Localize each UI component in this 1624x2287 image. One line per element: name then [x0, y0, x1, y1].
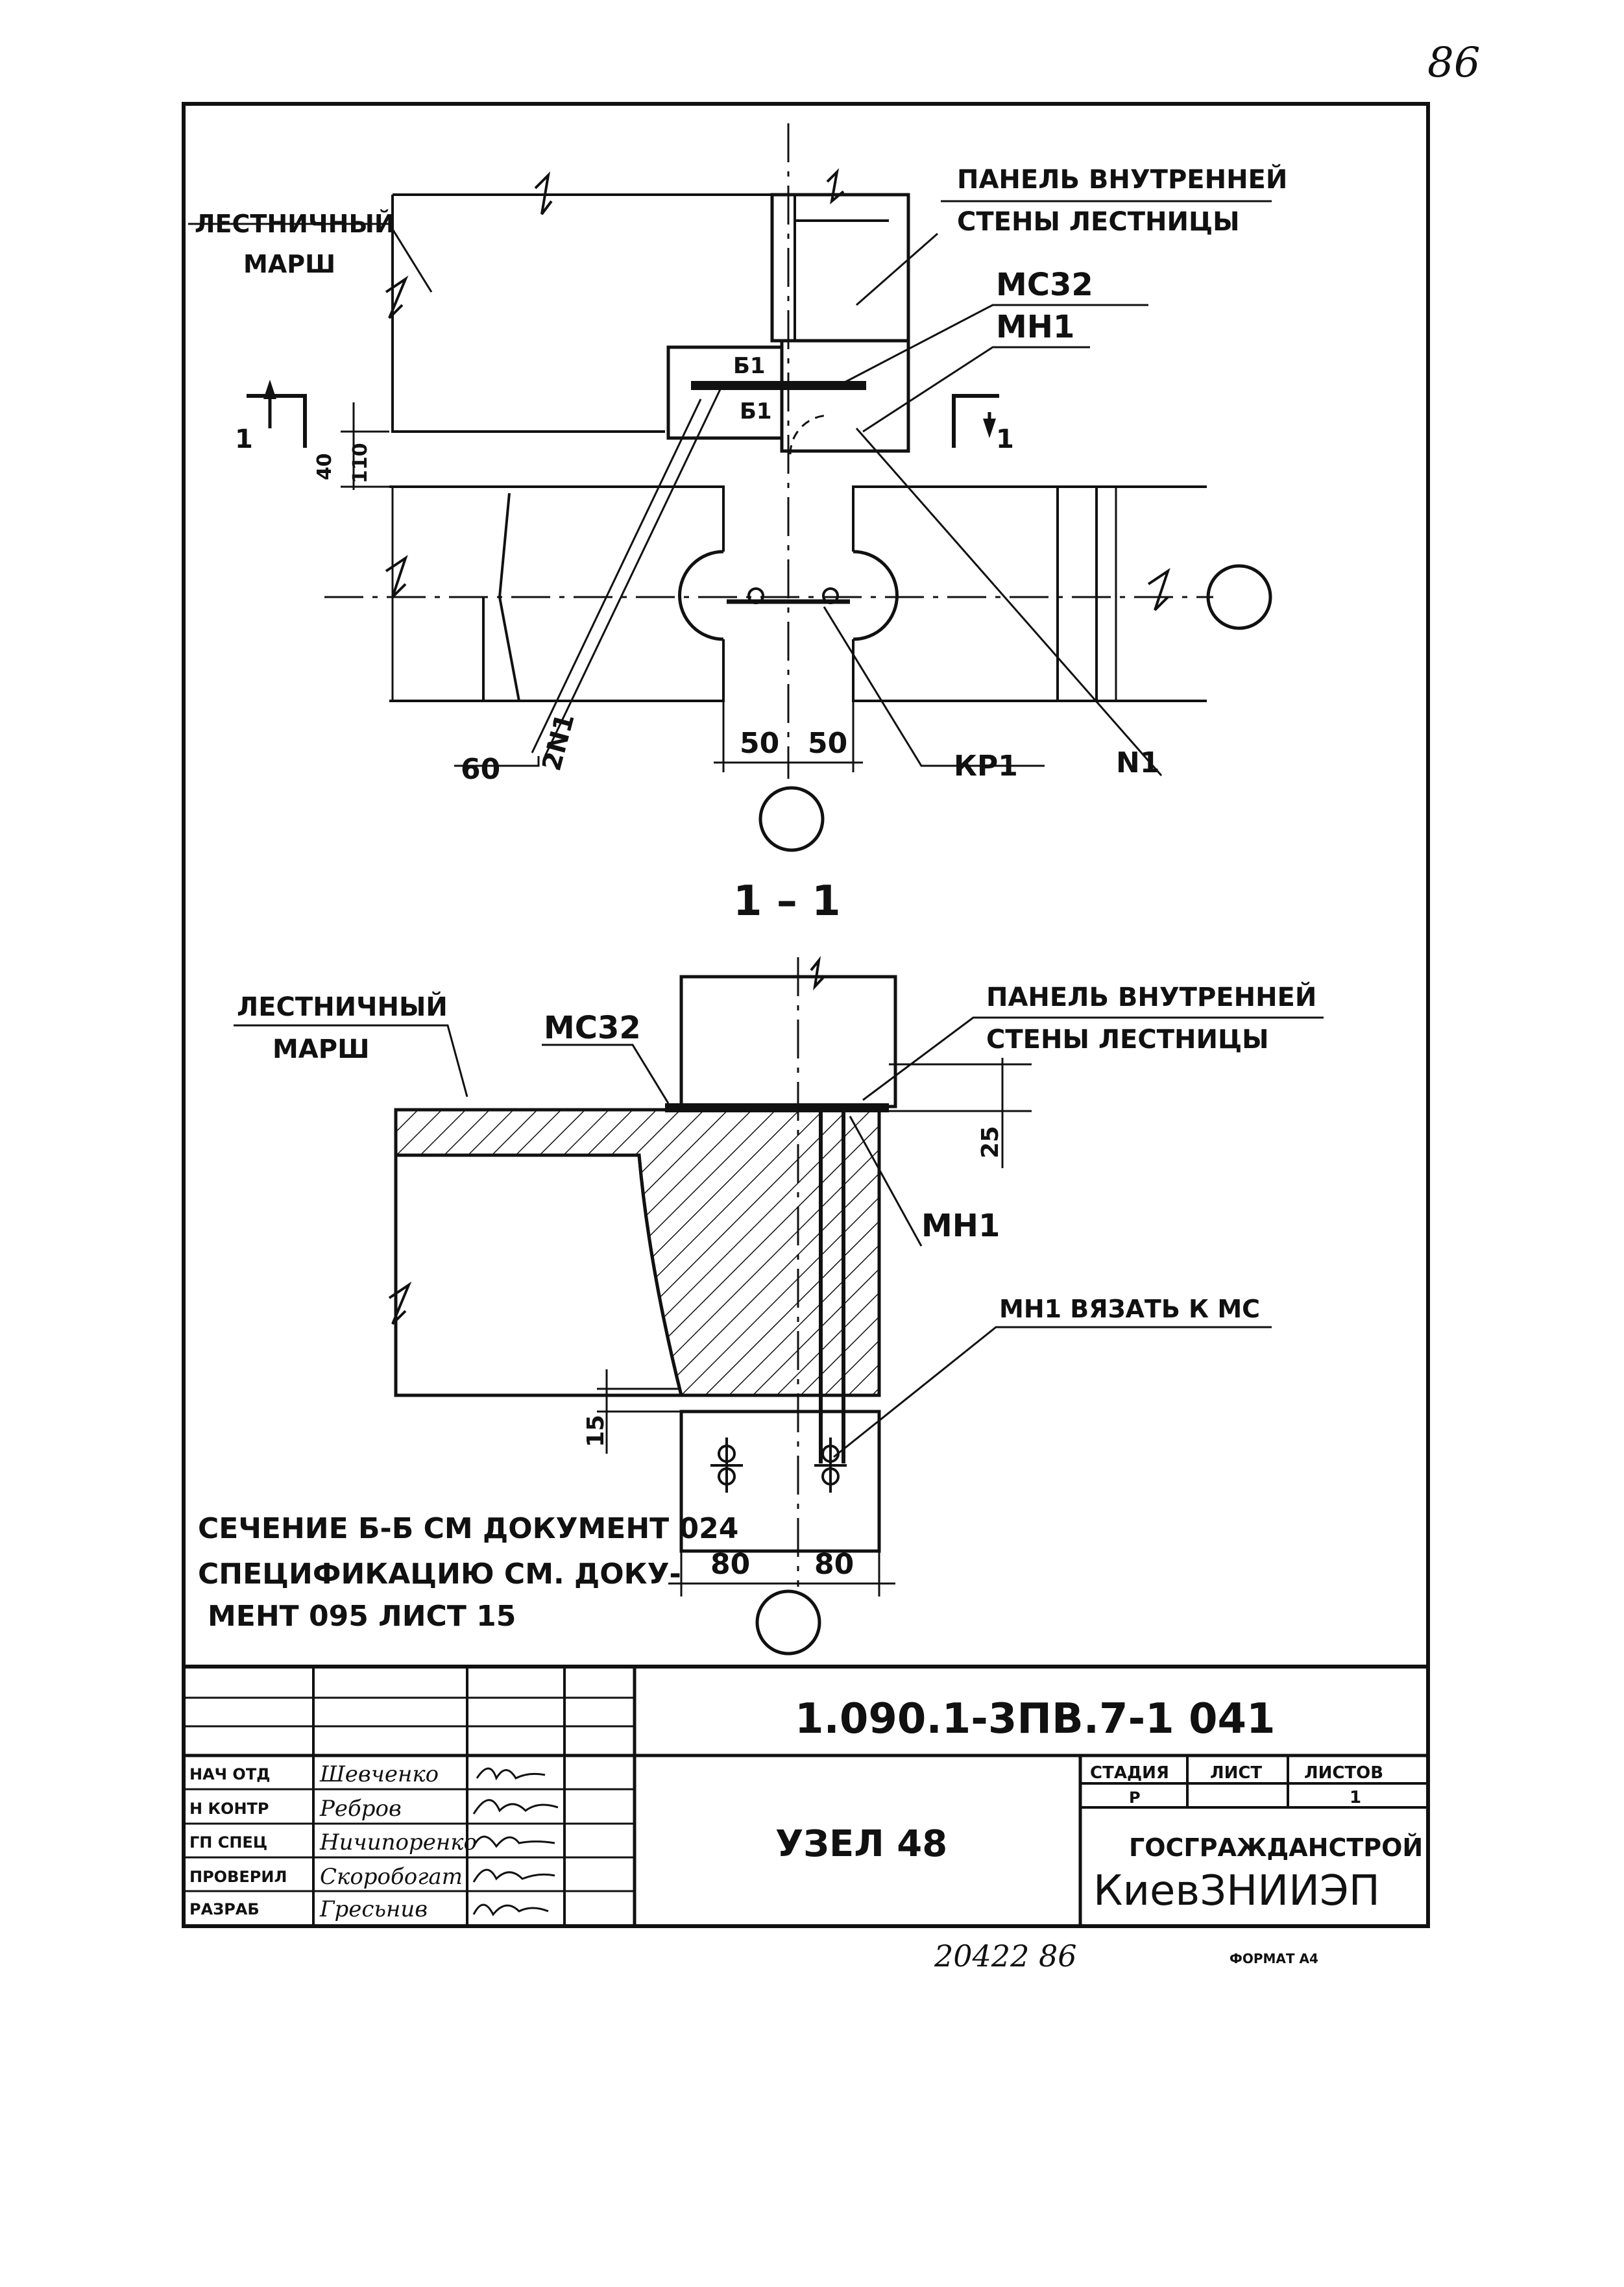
note-line-2: СПЕЦИФИКАЦИЮ СМ. ДОКУ-	[198, 1558, 681, 1591]
name-2: Ничипоренко	[319, 1829, 477, 1855]
dim-25: 25	[977, 1126, 1004, 1158]
mc32-plate	[691, 381, 866, 390]
plan-wall-panel-line1: ПАНЕЛЬ ВНУТРЕННЕЙ	[957, 164, 1287, 195]
doc-number: 1.090.1-3ПВ.7-1 041	[795, 1695, 1276, 1743]
sheet-header: ЛИСТ	[1210, 1763, 1262, 1783]
role-2: ГП СПЕЦ	[189, 1833, 267, 1852]
role-3: ПРОВЕРИЛ	[189, 1868, 287, 1886]
label-kr1: КР1	[954, 750, 1018, 783]
b1-label-bottom: Б1	[740, 398, 772, 424]
section-mark-left: 1	[235, 424, 253, 454]
section-mn1-note: МН1 ВЯЗАТЬ К МС	[999, 1295, 1260, 1323]
name-1: Ребров	[319, 1796, 402, 1822]
name-0: Шевченко	[319, 1761, 439, 1787]
title-block: 1.090.1-3ПВ.7-1 041 УЗЕЛ 48 СТАДИЯ ЛИСТ …	[184, 1665, 1428, 1926]
corner-mark: 86	[1427, 39, 1480, 87]
stage-value: Р	[1129, 1789, 1141, 1807]
dim-60: 60	[461, 753, 500, 786]
dim-50-right: 50	[808, 727, 847, 760]
role-4: РАЗРАБ	[189, 1900, 260, 1918]
label-2n1: 2N1	[537, 711, 581, 774]
sheets-value: 1	[1350, 1788, 1361, 1807]
section-wall-panel-line2: СТЕНЫ ЛЕСТНИЦЫ	[986, 1025, 1269, 1055]
role-1: Н КОНТР	[189, 1800, 269, 1818]
bolt-left	[710, 1437, 743, 1493]
dim-80-right: 80	[814, 1548, 854, 1581]
plan-stair-flight-line1: ЛЕСТНИЧНЫЙ	[195, 210, 395, 238]
plan-mn1-label: МН1	[996, 309, 1074, 345]
org-line-1: ГОСГРАЖДАНСТРОЙ	[1129, 1833, 1423, 1862]
section-mn1-label: МН1	[921, 1208, 1000, 1244]
plan-mc32-label: МС32	[996, 267, 1093, 303]
plan-view: Б1 Б1 1 1	[188, 123, 1287, 852]
section-mark-right: 1	[996, 424, 1014, 454]
name-4: Гресьнив	[319, 1896, 428, 1922]
b1-label-top: Б1	[733, 353, 766, 379]
stage-header: СТАДИЯ	[1090, 1763, 1169, 1783]
section-wall-panel-line1: ПАНЕЛЬ ВНУТРЕННЕЙ	[986, 981, 1316, 1012]
org-line-2: КиевЗНИИЭП	[1093, 1867, 1380, 1915]
note-line-3: МЕНТ 095 ЛИСТ 15	[208, 1600, 516, 1633]
section-stair-flight-line2: МАРШ	[273, 1034, 370, 1064]
format-label: ФОРМАТ А4	[1230, 1951, 1318, 1966]
drawing-title: УЗЕЛ 48	[775, 1823, 947, 1865]
plan-stair-flight-line2: МАРШ	[243, 250, 335, 278]
dim-50-left: 50	[740, 727, 779, 760]
signature-rows: НАЧ ОТД Шевченко Н КОНТР Ребров ГП СПЕЦ …	[189, 1761, 559, 1922]
notes: СЕЧЕНИЕ Б-Б СМ ДОКУМЕНТ 024 СПЕЦИФИКАЦИЮ…	[198, 1512, 738, 1633]
section-view: 1 – 1	[234, 877, 1324, 1656]
dim-110: 110	[349, 443, 372, 483]
sheets-header: ЛИСТОВ	[1304, 1763, 1383, 1783]
role-0: НАЧ ОТД	[189, 1765, 271, 1783]
label-n1: N1	[1116, 746, 1159, 779]
drawing-frame	[182, 102, 1430, 1928]
note-line-1: СЕЧЕНИЕ Б-Б СМ ДОКУМЕНТ 024	[198, 1512, 738, 1545]
dim-15: 15	[583, 1415, 609, 1447]
section-mc32-label: МС32	[544, 1010, 641, 1046]
dim-40: 40	[313, 453, 336, 480]
name-3: Скоробогат	[320, 1864, 463, 1890]
dim-80-left: 80	[710, 1548, 750, 1581]
bottom-code: 20422 86	[934, 1938, 1077, 1974]
section-stair-flight-line1: ЛЕСТНИЧНЫЙ	[237, 991, 448, 1022]
plan-wall-panel-line2: СТЕНЫ ЛЕСТНИЦЫ	[957, 207, 1240, 237]
section-title: 1 – 1	[733, 877, 841, 925]
